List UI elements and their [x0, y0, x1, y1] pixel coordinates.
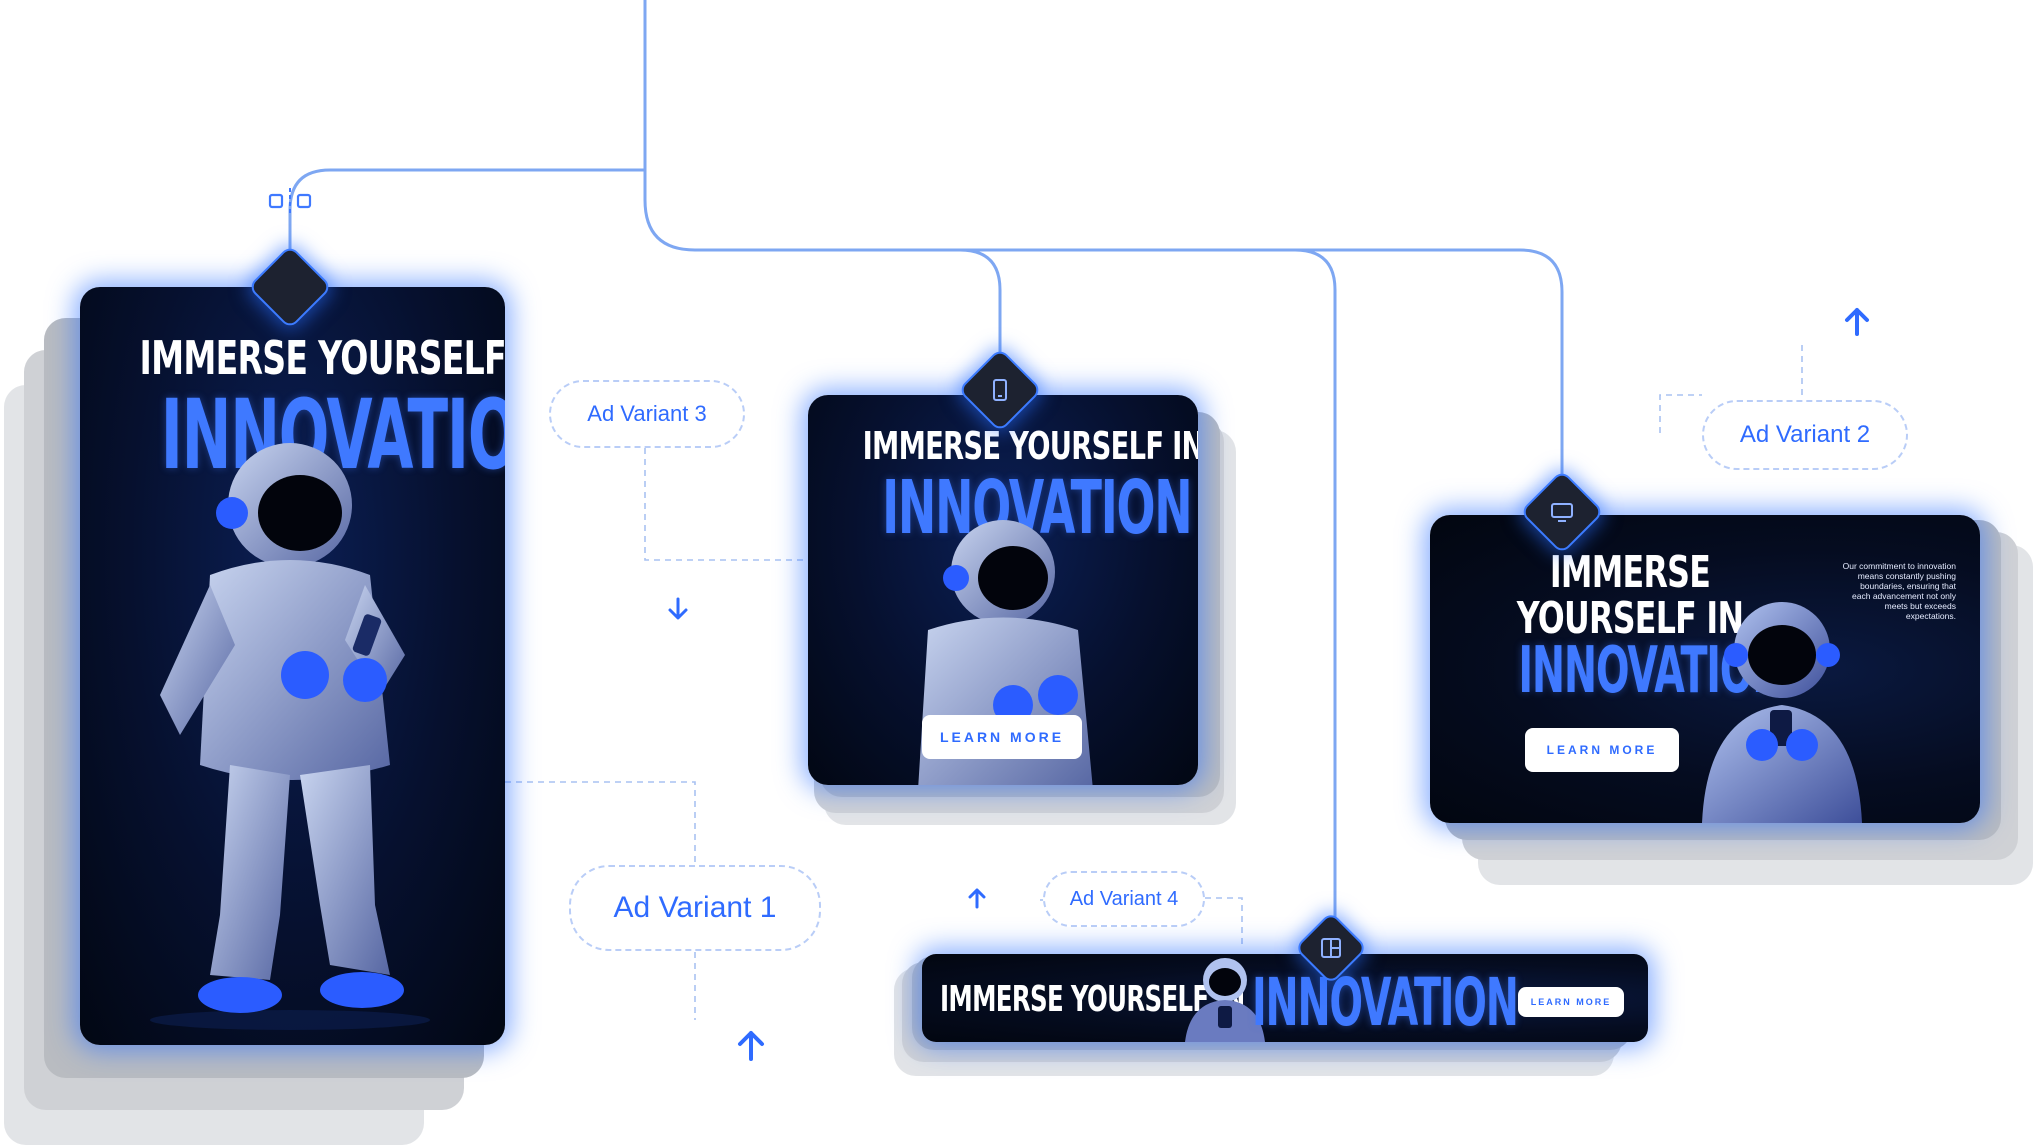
learn-more-button[interactable]: LEARN MORE: [1518, 987, 1624, 1017]
ad-headline: IMMERSE YOURSELF IN: [862, 424, 1198, 468]
arrow-up-icon: [1845, 308, 1869, 336]
ad-variant-2-landscape[interactable]: IMMERSE YOURSELF IN INNOVATION LEARN MOR…: [1430, 515, 1980, 823]
ad-headline: IMMERSE YOURSELF IN: [940, 979, 1245, 1020]
arrow-up-icon: [968, 888, 986, 909]
astronaut-illustration: [1702, 602, 1862, 823]
ad-headline-line1: IMMERSE: [1549, 547, 1711, 598]
smartphone-icon: [993, 379, 1007, 401]
ad-variant-1-portrait[interactable]: IMMERSE YOURSELF IN INNOVATION: [80, 287, 505, 1045]
astronaut-illustration: [1185, 958, 1265, 1042]
ad-headline-line2: YOURSELF IN: [1516, 593, 1744, 644]
ad-variant-4-banner[interactable]: IMMERSE YOURSELF IN INNOVATION LEARN MOR…: [922, 954, 1648, 1042]
learn-more-button[interactable]: LEARN MORE: [922, 715, 1082, 759]
ad-variant-3-label[interactable]: Ad Variant 3: [549, 380, 745, 448]
ad-variant-4-label[interactable]: Ad Variant 4: [1043, 871, 1205, 927]
arrow-up-icon: [738, 1031, 764, 1061]
ad-body-copy: Our commitment to innovation means const…: [1842, 561, 1956, 621]
learn-more-button[interactable]: LEARN MORE: [1525, 728, 1679, 772]
ad-headline: IMMERSE YOURSELF IN: [139, 331, 506, 385]
layout-icon: [1321, 938, 1341, 958]
ad-variant-2-label[interactable]: Ad Variant 2: [1702, 400, 1908, 470]
node-layout[interactable]: [1294, 911, 1368, 985]
ad-variant-1-label[interactable]: Ad Variant 1: [569, 865, 821, 951]
node-smartphone[interactable]: [957, 347, 1043, 433]
astronaut-illustration: [150, 443, 430, 1030]
arrow-down-icon: [668, 597, 688, 620]
node-monitor[interactable]: [1519, 469, 1605, 555]
ad-highlight: INNOVATION: [882, 465, 1193, 551]
split-frames-icon: [268, 188, 312, 214]
ad-variant-3-square[interactable]: IMMERSE YOURSELF IN INNOVATION LEARN MOR…: [808, 395, 1198, 785]
ad-highlight: INNOVATION: [1252, 964, 1519, 1041]
monitor-icon: [1551, 503, 1573, 522]
